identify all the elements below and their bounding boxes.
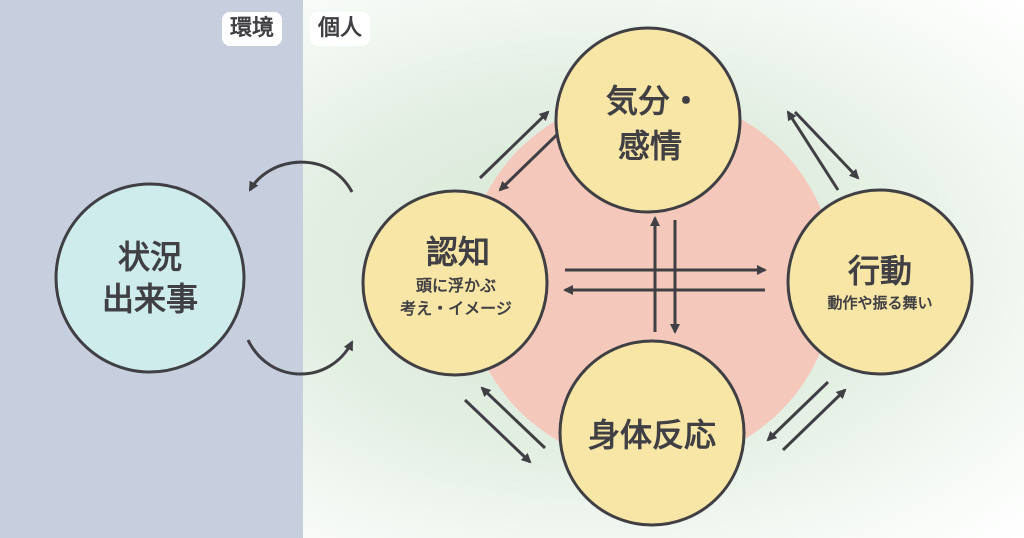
arrow-cognition-to-mood	[478, 110, 550, 180]
arrow-body-to-cognition	[480, 386, 547, 450]
body-node	[558, 339, 746, 527]
arrow-behavior-to-body	[766, 380, 830, 442]
mood-node	[554, 26, 742, 214]
arrow-body-to-behavior	[781, 388, 847, 452]
arrow-cognition-to-body	[463, 398, 532, 464]
cognition-sub1: 頭に浮かぶ	[416, 276, 496, 295]
cognition-sub2: 考え・イメージ	[400, 299, 512, 318]
cycle-arrow-bottom	[246, 339, 354, 376]
situation-line1: 状況	[118, 238, 182, 276]
individual-label: 個人	[310, 12, 371, 46]
cognition-node	[361, 189, 549, 377]
cycle-arrow-top	[248, 160, 354, 193]
cognition-title: 認知	[426, 233, 490, 271]
arrow-mood-to-behavior	[793, 110, 860, 180]
behavior-title: 行動	[848, 252, 912, 290]
arrow-behavior-to-mood	[786, 110, 840, 191]
environment-label: 環境	[222, 12, 283, 46]
situation-line2: 出来事	[102, 280, 198, 318]
core-circle	[465, 95, 835, 465]
mood-line2: 感情	[618, 127, 682, 165]
behavior-sub: 動作や振る舞い	[827, 294, 932, 312]
body-title: 身体反応	[588, 416, 716, 454]
situation-node	[54, 182, 246, 374]
mood-line1: 気分・	[606, 82, 702, 120]
behavior-node	[786, 188, 974, 376]
